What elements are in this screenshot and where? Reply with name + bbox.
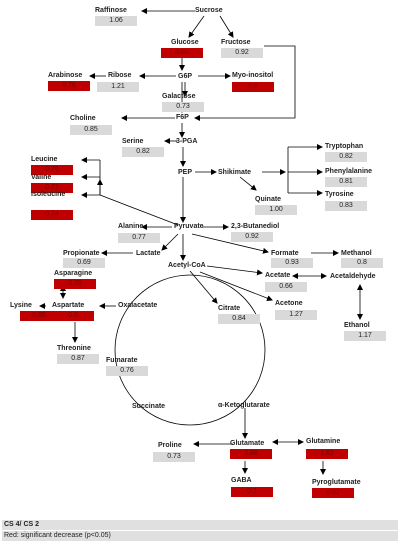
node-value-butanediol: 0.92 [231, 232, 273, 242]
node-value-threonine: 0.87 [57, 354, 99, 364]
node-label-acetaldehyde: Acetaldehyde [330, 273, 376, 280]
node-label-arabinose: Arabinose [48, 72, 83, 79]
node-label-phenylalanine: Phenylalanine [325, 168, 373, 175]
node-label-succinate: Succinate [132, 403, 166, 410]
node-value-fructose: 0.92 [221, 48, 263, 58]
node-label-methanol: Methanol [341, 250, 372, 257]
node-value-galactose: 0.73 [162, 102, 204, 112]
node-value-lysine: 0.85 [20, 311, 58, 321]
node-label-acetylcoa: Acetyl-CoA [168, 262, 206, 269]
node-label-serine: Serine [122, 138, 144, 145]
node-label-tryptophan: Tryptophan [325, 143, 364, 150]
node-label-alanine: Alanine [118, 223, 144, 230]
node-value-citrate: 0.84 [218, 314, 260, 324]
node-value-methanol: 0.8 [341, 258, 383, 268]
node-value-tyrosine: 0.83 [325, 201, 367, 211]
node-value-quinate: 1.00 [255, 205, 297, 215]
node-value-serine: 0.82 [122, 147, 164, 157]
node-value-acetate: 0.66 [265, 282, 307, 292]
node-label-threonine: Threonine [57, 345, 91, 352]
node-value-isoleucine: 0.74 [31, 210, 73, 220]
node-label-oxalacetate: Oxalacetate [118, 302, 158, 309]
node-label-f6p: F6P [176, 114, 189, 121]
node-value-myo-inositol: 0.8 [232, 82, 274, 92]
node-value-ribose: 1.21 [97, 82, 139, 92]
node-label-pep: PEP [178, 169, 193, 176]
node-label-propionate: Propionate [63, 250, 100, 257]
node-value-glutamine: 1.82 [306, 449, 348, 459]
node-label-valine: Valine [31, 174, 52, 181]
node-value-phenylalanine: 0.81 [325, 177, 367, 187]
node-label-gaba: GABA [231, 477, 252, 484]
node-label-butanediol: 2,3-Butanediol [231, 223, 280, 230]
node-value-propionate: 0.69 [63, 258, 105, 268]
node-label-g6p: G6P [178, 73, 193, 80]
node-value-acetone: 1.27 [275, 310, 317, 320]
node-label-raffinose: Raffinose [95, 7, 127, 14]
node-label-sucrose: Sucrose [195, 7, 223, 14]
node-label-acetate: Acetate [265, 272, 291, 279]
node-value-proline: 0.73 [153, 452, 195, 462]
node-label-lactate: Lactate [136, 250, 161, 257]
node-label-fumarate: Fumarate [106, 357, 138, 364]
node-value-arabinose: 0.76 [48, 81, 90, 91]
node-label-3pga: 3-PGA [176, 138, 198, 145]
node-label-shikimate: Shikimate [218, 169, 252, 176]
node-value-pyroglutamate: 0.82 [312, 488, 354, 498]
node-value-formate: 0.93 [271, 258, 313, 268]
node-value-ethanol: 1.17 [344, 331, 386, 341]
node-label-isoleucine: Isoleucine [31, 191, 66, 198]
node-label-tyrosine: Tyrosine [325, 191, 354, 198]
node-value-tryptophan: 0.82 [325, 152, 367, 162]
node-value-gaba: 0.7 [231, 487, 273, 497]
node-value-asparagine: 0.70 [54, 279, 96, 289]
legend-title: CS 4/ CS 2 [2, 520, 398, 530]
legend-note: Red: significant decrease (p<0.05) [2, 531, 398, 541]
node-label-fructose: Fructose [221, 39, 251, 46]
node-value-leucine: 0.76 [31, 165, 73, 175]
node-label-glutamine: Glutamine [306, 438, 341, 445]
node-label-quinate: Quinate [255, 196, 282, 203]
node-label-acetone: Acetone [275, 300, 303, 307]
node-value-glucose: 0.80 [161, 48, 203, 58]
node-label-pyruvate: Pyruvate [174, 223, 204, 230]
node-value-aspartate: 0.6 [52, 311, 94, 321]
node-label-aketoglutarate: α-Ketoglutarate [218, 402, 270, 409]
node-label-ribose: Ribose [108, 72, 132, 79]
node-value-valine: 0.77 [31, 183, 73, 193]
node-label-pyroglutamate: Pyroglutamate [312, 479, 361, 486]
node-label-formate: Formate [271, 250, 299, 257]
node-value-raffinose: 1.06 [95, 16, 137, 26]
node-value-alanine: 0.77 [118, 233, 160, 243]
node-label-choline: Choline [70, 115, 96, 122]
node-label-lysine: Lysine [10, 302, 32, 309]
node-label-glutamate: Glutamate [230, 440, 265, 447]
node-label-citrate: Citrate [218, 305, 241, 312]
node-value-fumarate: 0.76 [106, 366, 148, 376]
node-label-leucine: Leucine [31, 156, 58, 163]
node-label-glucose: Glucose [171, 39, 199, 46]
node-value-choline: 0.85 [70, 125, 112, 135]
node-label-aspartate: Aspartate [52, 302, 85, 309]
node-label-myo-inositol: Myo-inositol [232, 72, 274, 79]
node-label-ethanol: Ethanol [344, 322, 370, 329]
node-value-glutamate: 2.88 [230, 449, 272, 459]
node-label-galactose: Galactose [162, 93, 196, 100]
node-label-asparagine: Asparagine [54, 270, 93, 277]
node-label-proline: Proline [158, 442, 182, 449]
